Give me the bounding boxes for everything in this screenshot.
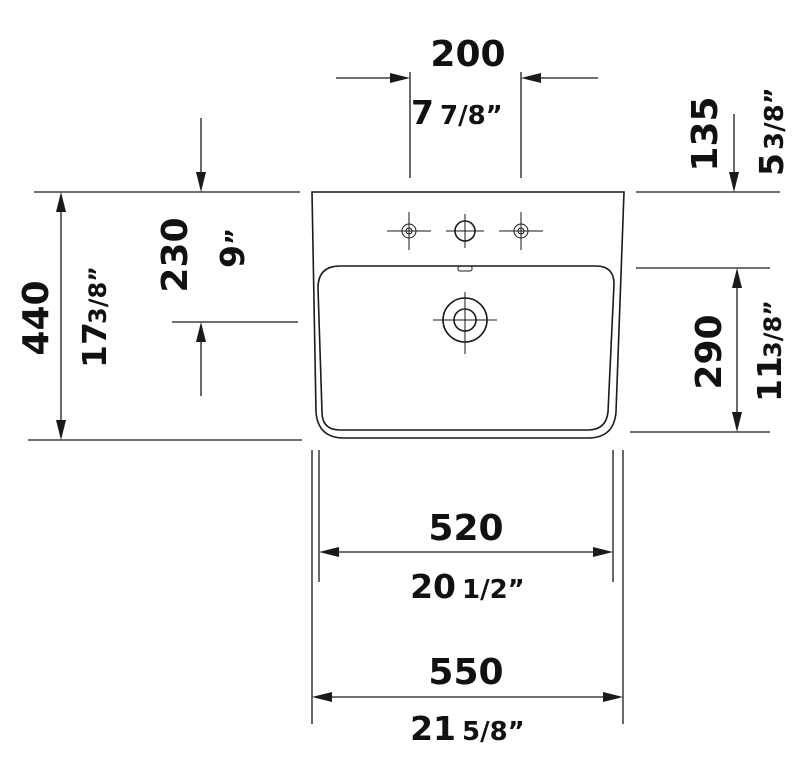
dim-tap-spacing: 200 7 7/8”: [411, 34, 506, 132]
dim-bowl-depth-frac: 3/8”: [759, 300, 787, 358]
dim-bowl-depth-mm: 290: [689, 314, 730, 389]
dim-mount-height-inch: 9: [213, 245, 252, 268]
basin-outline: [311, 191, 625, 439]
dim-bowl-depth: 290 11 3/8”: [689, 300, 789, 402]
dim-overall-width-mm: 550: [428, 652, 503, 693]
dim-mount-height-frac: ”: [221, 228, 251, 245]
dim-bowl-width-frac: 1/2”: [462, 575, 525, 605]
tap-holes: [387, 212, 543, 250]
dim-top-to-waste-inch: 5: [752, 153, 791, 176]
waste-outlet: [433, 292, 497, 354]
extension-lines: [28, 72, 780, 724]
overflow-slot: [457, 265, 473, 272]
dimension-lines: [56, 73, 742, 702]
dim-top-to-waste-frac: 3/8”: [760, 87, 790, 150]
dim-bowl-width-inch: 20: [410, 567, 456, 606]
dim-depth-frac: 3/8”: [84, 266, 112, 324]
dim-top-to-waste: 135 5 3/8”: [685, 87, 791, 176]
dim-depth-mm: 440: [16, 280, 57, 355]
dim-tap-spacing-mm: 200: [430, 34, 505, 75]
dim-depth: 440 17 3/8”: [16, 266, 114, 368]
dim-bowl-depth-inch: 11: [750, 356, 789, 402]
dim-bowl-width: 520 20 1/2”: [410, 508, 525, 606]
dim-bowl-width-mm: 520: [428, 508, 503, 549]
dim-tap-spacing-frac: 7/8”: [440, 101, 503, 131]
dim-tap-spacing-inch: 7: [411, 93, 434, 132]
dim-top-to-waste-mm: 135: [685, 96, 726, 171]
dim-overall-width-frac: 5/8”: [462, 717, 525, 747]
dim-overall-width: 550 21 5/8”: [410, 652, 525, 748]
dim-overall-width-inch: 21: [410, 709, 456, 748]
dim-mount-height-mm: 230: [155, 217, 196, 292]
dim-mount-height: 230 9 ”: [155, 217, 252, 292]
dim-depth-inch: 17: [75, 322, 114, 368]
